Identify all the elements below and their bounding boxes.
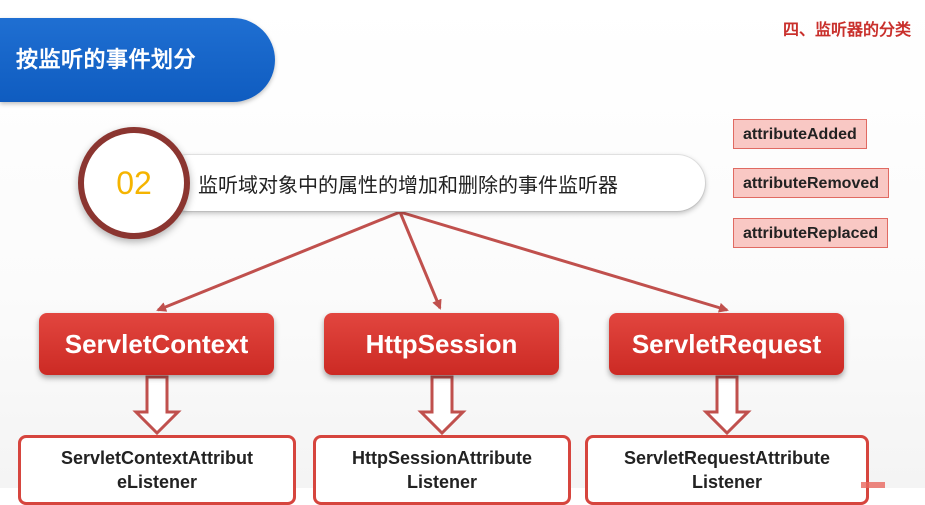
hollow-arrow-servletcontext [132, 375, 182, 436]
listener-name-line-2: Listener [691, 472, 763, 492]
scope-box-servletrequest: ServletRequest [609, 313, 844, 375]
scope-box-httpsession: HttpSession [324, 313, 559, 375]
description-text: 监听域对象中的属性的增加和删除的事件监听器 [198, 173, 618, 197]
slide: 按监听的事件划分 四、监听器的分类 attributeAdded attribu… [0, 18, 911, 505]
slide-title: 按监听的事件划分 [16, 48, 197, 73]
listener-name-line-2: eListener [116, 472, 198, 492]
connector-to-httpsession [398, 211, 442, 310]
hollow-arrow-servletrequest [702, 375, 752, 436]
connector-arrows [132, 210, 752, 436]
title-banner: 按监听的事件划分 [0, 18, 275, 102]
listener-name-line-1: HttpSessionAttribute [352, 448, 532, 468]
number-label: 02 [116, 165, 152, 201]
listener-box-httpsession: HttpSessionAttribute Listener [313, 435, 571, 505]
connector-to-servletcontext [156, 210, 401, 312]
listener-name-line-1: ServletContextAttribut [60, 448, 253, 468]
listener-box-servletcontext: ServletContextAttribut eListener [18, 435, 296, 505]
event-tag-attribute-added: attributeAdded [733, 119, 867, 149]
listener-name-line-2: Listener [406, 472, 478, 492]
listener-box-servletrequest: ServletRequestAttribute Listener [585, 435, 869, 505]
event-tag-attribute-removed: attributeRemoved [733, 168, 890, 198]
number-badge: 02 [78, 127, 190, 239]
event-tag-attribute-replaced: attributeReplaced [733, 218, 889, 248]
connector-to-servletrequest [399, 210, 729, 313]
listener-name-line-1: ServletRequestAttribute [623, 448, 831, 468]
description-pill: 监听域对象中的属性的增加和删除的事件监听器 [160, 155, 705, 211]
watermark-logo [861, 482, 885, 488]
hollow-arrow-httpsession [417, 375, 467, 436]
scope-box-servletcontext: ServletContext [39, 313, 274, 375]
section-heading: 四、监听器的分类 [782, 20, 911, 39]
